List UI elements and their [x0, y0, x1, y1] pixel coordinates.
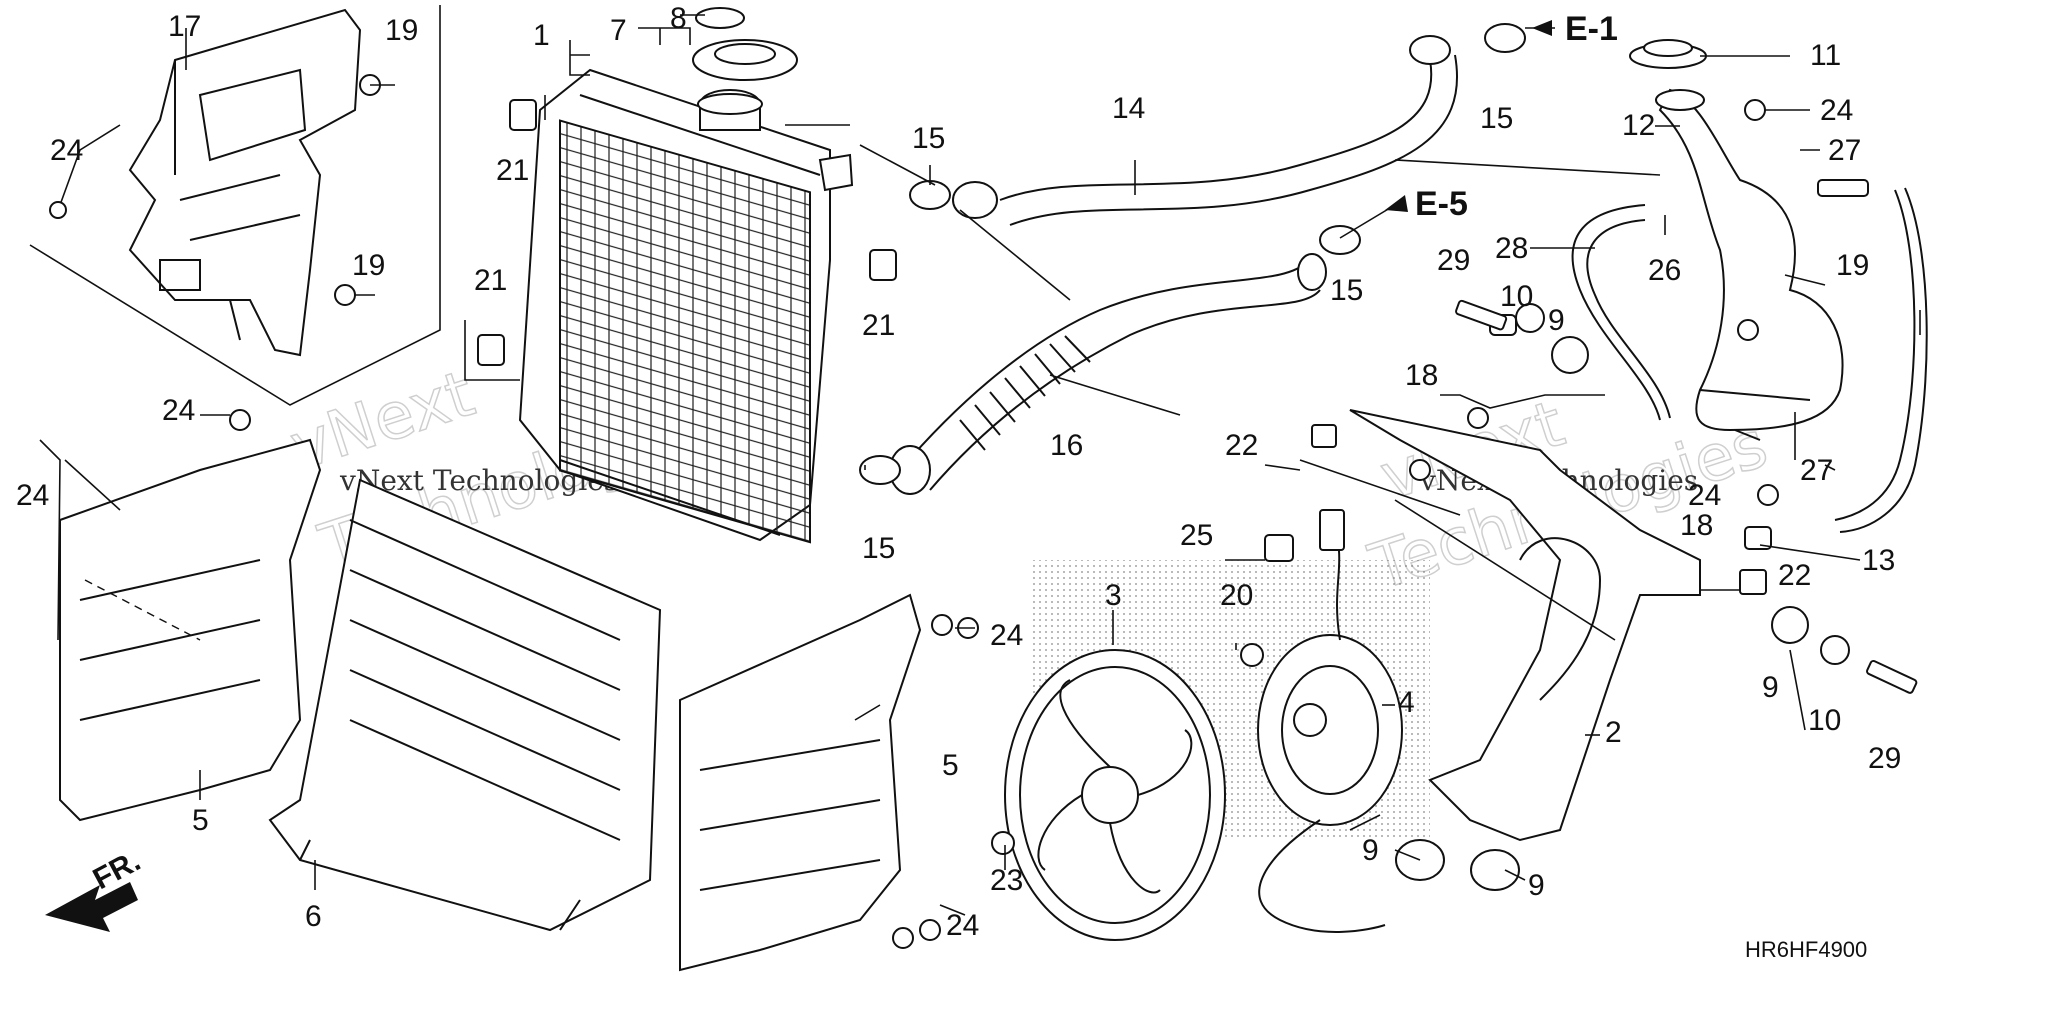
hose-13 [1817, 179, 1928, 533]
callout-24: 24 [16, 479, 49, 512]
callout-9: 9 [1548, 304, 1565, 337]
callout-28: 28 [1495, 232, 1528, 265]
callout-8: 8 [670, 2, 687, 35]
radiator-1 [518, 68, 854, 544]
callout-19: 19 [1836, 249, 1869, 282]
callout-24: 24 [990, 619, 1023, 652]
callout-16: 16 [1050, 429, 1083, 462]
radiator-cap-7 [692, 7, 798, 81]
callout-26: 26 [1648, 254, 1681, 287]
clamp-15-group [859, 23, 1526, 485]
callout-19: 19 [352, 249, 385, 282]
hose-14 [952, 35, 1458, 226]
callout-5: 5 [192, 804, 209, 837]
callout-10: 10 [1808, 704, 1841, 737]
reference-e1: E-1 [1565, 10, 1618, 48]
callout-17: 17 [168, 10, 201, 43]
shroud-6 [268, 478, 662, 932]
callout-15: 15 [1330, 274, 1363, 307]
callout-27: 27 [1828, 134, 1861, 167]
side-cover-5-left [59, 438, 322, 822]
callout-7: 7 [610, 14, 627, 47]
callout-12: 12 [1622, 109, 1655, 142]
callout-15: 15 [862, 532, 895, 565]
hose-28 [1571, 204, 1671, 421]
callout-10: 10 [1500, 280, 1533, 313]
bracket-17-group [29, 5, 441, 406]
callout-15: 15 [1480, 102, 1513, 135]
callout-29: 29 [1437, 244, 1470, 277]
callout-23: 23 [990, 864, 1023, 897]
reserve-tank-12 [1655, 88, 1844, 441]
callout-25: 25 [1180, 519, 1213, 552]
callout-24: 24 [162, 394, 195, 427]
callout-15: 15 [912, 122, 945, 155]
callout-19: 19 [385, 14, 418, 47]
bracket-17 [128, 8, 362, 357]
callout-21: 21 [474, 264, 507, 297]
callout-labels: 17 19 24 19 1 7 8 21 21 21 14 15 15 15 1… [16, 2, 1901, 942]
callout-18: 18 [1680, 509, 1713, 542]
reference-labels: E-1 E-5 [1385, 10, 1618, 223]
callout-21: 21 [862, 309, 895, 342]
callout-29: 29 [1868, 742, 1901, 775]
fan-motor-4 [1257, 509, 1403, 933]
callout-2: 2 [1605, 716, 1622, 749]
callout-18: 18 [1405, 359, 1438, 392]
diagram-code: HR6HF4900 [1745, 937, 1867, 962]
callout-3: 3 [1105, 579, 1122, 612]
callout-9: 9 [1362, 834, 1379, 867]
front-direction-arrow: FR. [45, 844, 146, 932]
leader-lines [39, 27, 1921, 916]
callout-5: 5 [942, 749, 959, 782]
callout-22: 22 [1778, 559, 1811, 592]
callout-13: 13 [1862, 544, 1895, 577]
callout-24: 24 [50, 134, 83, 167]
callout-9: 9 [1762, 671, 1779, 704]
callout-24: 24 [1820, 94, 1853, 127]
callout-20: 20 [1220, 579, 1253, 612]
reference-e5: E-5 [1415, 185, 1468, 223]
hose-16 [889, 253, 1327, 495]
callout-11: 11 [1810, 39, 1841, 72]
side-cover-5-right [679, 593, 922, 972]
callout-24: 24 [1688, 479, 1721, 512]
callout-9: 9 [1528, 869, 1545, 902]
callout-21: 21 [496, 154, 529, 187]
callout-6: 6 [305, 900, 322, 933]
callout-1: 1 [533, 19, 550, 52]
grommet-21-group [464, 99, 897, 381]
callout-22: 22 [1225, 429, 1258, 462]
fastener-group [229, 99, 1918, 949]
reserve-tank-cap-11 [1629, 39, 1707, 69]
callout-14: 14 [1112, 92, 1145, 125]
callout-27: 27 [1800, 454, 1833, 487]
callout-4: 4 [1398, 686, 1415, 719]
fan-3 [1004, 649, 1226, 941]
callout-24: 24 [946, 909, 979, 942]
